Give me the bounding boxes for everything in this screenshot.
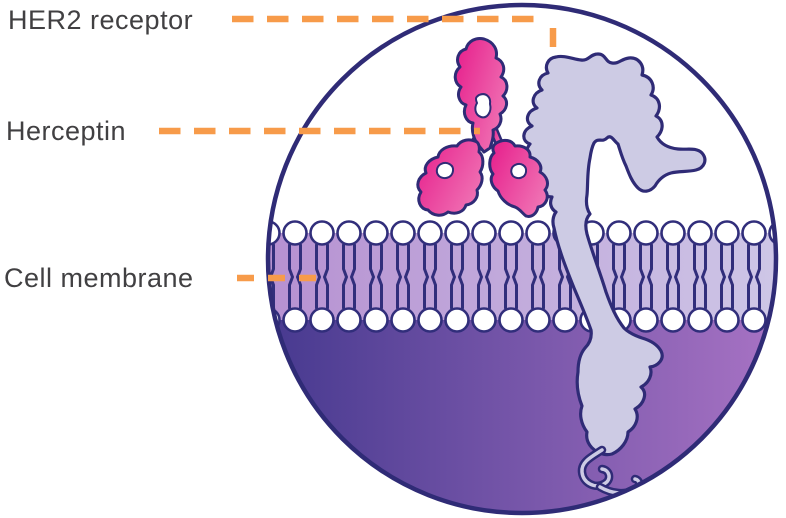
her2-receptor: [522, 52, 707, 498]
cell-circle-outline: [265, 2, 779, 516]
label-her2-receptor: HER2 receptor: [8, 5, 194, 35]
antibody-left-lobe-hole: [435, 161, 455, 180]
receptor-tail-curl-fill: [580, 448, 611, 488]
antibody-right-lobe-hole: [510, 162, 528, 180]
antibody-upper-lobe-hole: [474, 93, 492, 119]
antibody-left-lobe: [416, 138, 485, 217]
label-cell-membrane: Cell membrane: [4, 263, 194, 293]
leader-lines: [159, 15, 557, 282]
cell-interior: [268, 320, 776, 513]
label-herceptin: Herceptin: [6, 116, 127, 146]
herceptin-antibody: [416, 37, 549, 218]
her2-receptor-shape: [522, 52, 707, 457]
